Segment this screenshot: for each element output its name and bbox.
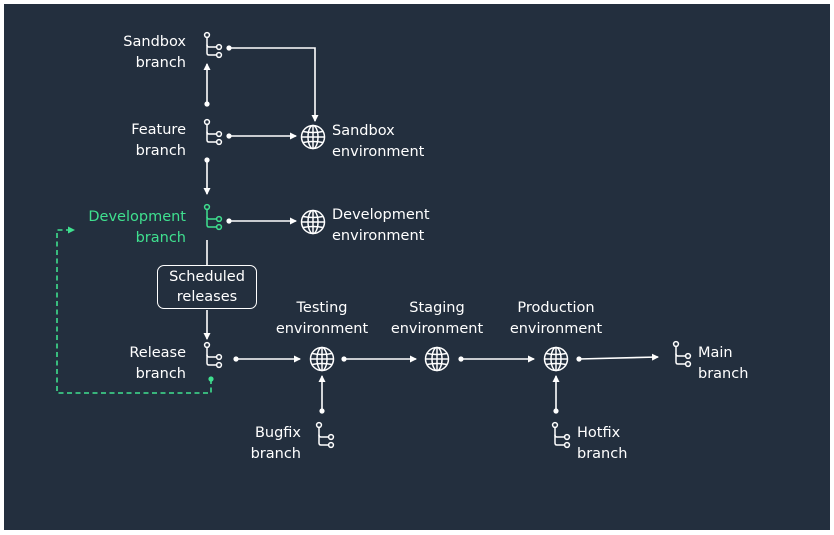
flow-diagram <box>56 31 692 449</box>
testing-environment-label-line2: environment <box>275 321 369 337</box>
main-branch-icon <box>672 340 692 368</box>
scheduled-releases-box: Scheduled releases <box>157 265 257 309</box>
connectors <box>203 47 659 411</box>
testing-environment-label: Testing environment <box>272 298 372 340</box>
production-to-main-arrow <box>578 353 659 361</box>
bugfix-branch-label-line1: Bugfix <box>254 425 301 441</box>
scheduled-releases-line2: releases <box>176 289 238 305</box>
staging-environment-globe-icon <box>424 346 450 372</box>
sandbox-branch-label-line2: branch <box>135 55 186 71</box>
development-environment-label-line2: environment <box>332 228 425 244</box>
scheduled-releases-line1: Scheduled <box>169 269 245 285</box>
merge-start-dot <box>208 376 214 382</box>
development-environment-label: Development environment <box>332 205 430 247</box>
feature-branch-icon <box>203 118 223 146</box>
development-environment-label-line1: Development <box>332 207 430 223</box>
release-branch-icon <box>203 341 223 369</box>
feature-branch-label-line1: Feature <box>131 122 186 138</box>
production-environment-label-line1: Production <box>517 300 595 316</box>
bugfix-branch-icon <box>315 421 335 449</box>
sandbox-environment-label-line2: environment <box>332 144 425 160</box>
development-environment-globe-icon <box>300 209 326 235</box>
sandbox-environment-label-line1: Sandbox <box>332 123 395 139</box>
release-to-development-merge-arrow <box>56 226 212 394</box>
release-branch-label: Release branch <box>129 343 186 385</box>
release-branch-label-line2: branch <box>135 366 186 382</box>
connector-dots <box>204 45 582 414</box>
sandbox-branch-label: Sandbox branch <box>123 32 186 74</box>
main-branch-label-line2: branch <box>698 366 749 382</box>
staging-environment-label-line1: Staging <box>409 300 465 316</box>
hotfix-branch-icon <box>551 421 571 449</box>
hotfix-branch-label-line1: Hotfix <box>577 425 621 441</box>
sandbox-to-sandbox-env-arrow <box>229 47 319 122</box>
feature-branch-label-line2: branch <box>135 143 186 159</box>
development-branch-label: Development branch <box>88 207 186 249</box>
staging-environment-label-line2: environment <box>390 321 484 337</box>
sandbox-branch-label-line1: Sandbox <box>123 34 186 50</box>
development-branch-icon <box>203 203 223 231</box>
sandbox-environment-globe-icon <box>300 124 326 150</box>
sandbox-environment-label: Sandbox environment <box>332 121 424 163</box>
feature-branch-label: Feature branch <box>131 120 186 162</box>
main-branch-label: Main branch <box>698 343 748 385</box>
diagram-canvas: Sandbox branch Feature branch Developmen… <box>4 4 830 530</box>
release-branch-label-line1: Release <box>129 345 186 361</box>
bugfix-branch-label: Bugfix branch <box>251 423 301 465</box>
testing-environment-globe-icon <box>309 346 335 372</box>
bugfix-branch-label-line2: branch <box>250 446 301 462</box>
hotfix-branch-label-line2: branch <box>577 446 628 462</box>
production-environment-label-line2: environment <box>509 321 603 337</box>
production-environment-globe-icon <box>543 346 569 372</box>
development-branch-label-line1: Development <box>88 209 186 225</box>
production-environment-label: Production environment <box>506 298 606 340</box>
staging-environment-label: Staging environment <box>387 298 487 340</box>
testing-environment-label-line1: Testing <box>296 300 348 316</box>
development-branch-label-line2: branch <box>135 230 186 246</box>
hotfix-branch-label: Hotfix branch <box>577 423 627 465</box>
main-branch-label-line1: Main <box>698 345 733 361</box>
sandbox-branch-icon <box>203 31 223 59</box>
